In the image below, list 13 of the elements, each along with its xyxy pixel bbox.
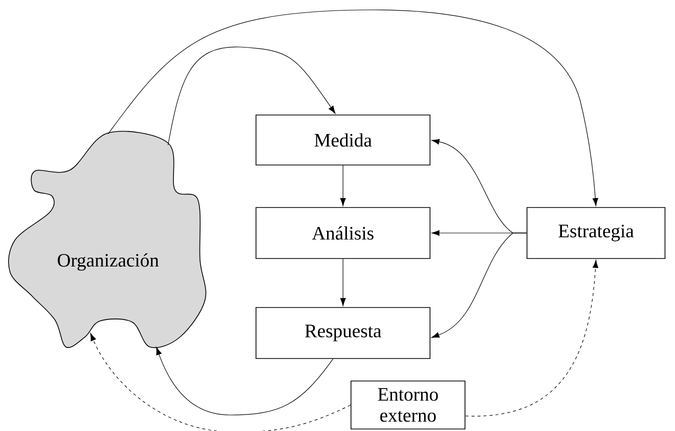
arrow <box>431 232 527 338</box>
arrow <box>108 10 598 206</box>
arrow <box>465 260 598 416</box>
arrow <box>340 258 346 306</box>
process-box: Análisis <box>256 207 430 259</box>
arrow <box>90 332 351 431</box>
process-box: Estrategia <box>526 207 666 259</box>
arrow <box>168 46 336 146</box>
arrow <box>156 347 334 416</box>
process-box: Medida <box>256 114 430 166</box>
arrow <box>340 165 346 206</box>
process-box: Respuesta <box>256 307 430 359</box>
process-box: Entorno externo <box>350 380 466 430</box>
